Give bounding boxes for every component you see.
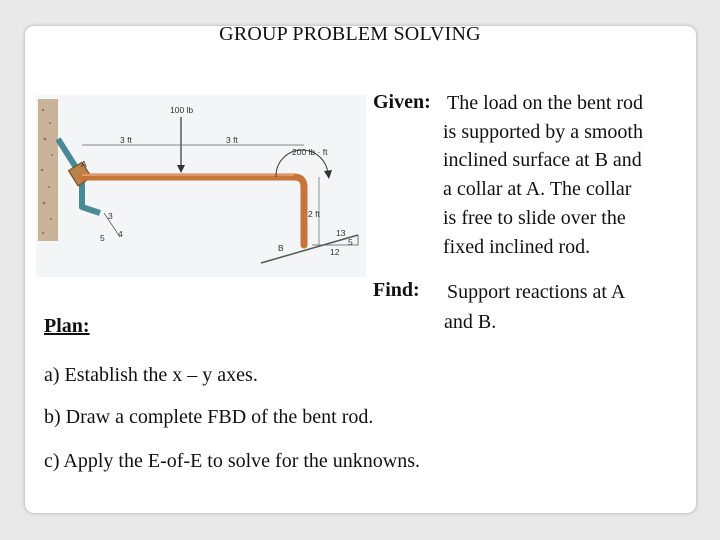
moment-arrowhead xyxy=(324,170,332,179)
find-line: and B. xyxy=(444,311,497,333)
slope-triangle-a xyxy=(103,212,121,238)
slope-b-12: 12 xyxy=(330,247,340,257)
given-line: inclined surface at B and xyxy=(443,149,642,172)
given-line: fixed inclined rod. xyxy=(443,235,591,258)
slope-b-5: 5 xyxy=(348,237,353,247)
given-label: Given: xyxy=(373,91,431,113)
point-a-label: A xyxy=(81,159,87,169)
height-label: 2 ft xyxy=(308,209,320,219)
slope-triangle-b xyxy=(312,235,359,246)
wall xyxy=(38,99,58,241)
given-line: The load on the bent rod xyxy=(447,92,644,114)
inclined-fixed-rod xyxy=(55,137,101,216)
moment-arrow xyxy=(275,149,329,178)
slope-a-3: 3 xyxy=(108,211,113,221)
find-line: Support reactions at A xyxy=(447,281,626,303)
slope-a-4: 4 xyxy=(118,229,123,239)
plan-step-b: b) Draw a complete FBD of the bent rod. xyxy=(44,406,374,428)
slope-b-13: 13 xyxy=(336,228,346,238)
bent-rod-figure: 100 lb 3 ft 3 ft 2 ft 200 lb · ft A B 3 … xyxy=(36,95,366,277)
given-line: a collar at A. The collar xyxy=(443,178,632,201)
moment-label: 200 lb · ft xyxy=(292,147,328,157)
given-line: is supported by a smooth xyxy=(443,120,643,143)
inclined-surface xyxy=(260,234,359,264)
bent-rod-diagram: 100 lb 3 ft 3 ft 2 ft 200 lb · ft A B 3 … xyxy=(38,99,359,264)
load-arrowhead xyxy=(177,165,185,173)
dim-left-label: 3 ft xyxy=(120,135,132,145)
find-text: Support reactions at A and B. xyxy=(444,277,626,337)
plan-step-a: a) Establish the x – y axes. xyxy=(44,364,258,386)
bent-rod xyxy=(78,173,308,249)
slope-a-5: 5 xyxy=(100,233,105,243)
given-line: is free to slide over the xyxy=(443,206,626,229)
load-label: 100 lb xyxy=(170,105,193,115)
wall-texture xyxy=(40,108,53,235)
find-label: Find: xyxy=(373,279,420,301)
given-text: The load on the bent rod is supported by… xyxy=(443,89,644,261)
plan-step-c: c) Apply the E-of-E to solve for the unk… xyxy=(44,450,421,472)
dim-right-label: 3 ft xyxy=(226,135,238,145)
plan-label: Plan: xyxy=(44,315,90,337)
slide-title: GROUP PROBLEM SOLVING xyxy=(219,23,481,45)
point-b-label: B xyxy=(278,243,284,253)
